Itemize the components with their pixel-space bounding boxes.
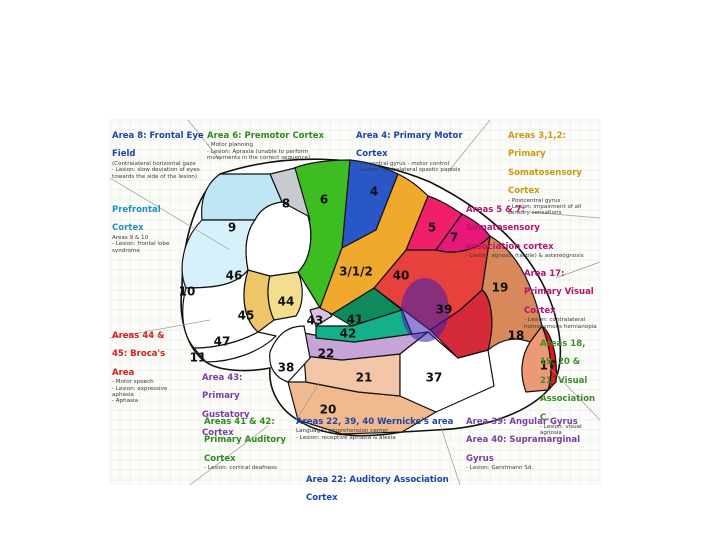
note-wernickes-area: Areas 22, 39, 40 Wernicke's area Languag… (296, 410, 462, 441)
region-number-40: 40 (393, 269, 410, 283)
note-body: - Lesion: agnosia (tactile) & astereogno… (466, 253, 584, 260)
region-number-17: 17 (540, 359, 557, 373)
region-number-8: 8 (282, 197, 290, 211)
note-title: Area 39: Angular Gyrus Area 40: Supramar… (466, 417, 581, 464)
pointer-line (295, 381, 321, 421)
note-body: - Motor speech - Lesion: expressive apha… (112, 379, 168, 405)
note-title: Areas 18, 19, 20 & 21: Visual Associatio… (540, 339, 596, 423)
region-number-3-1-2: 3/1/2 (339, 265, 373, 279)
pointer-line (447, 119, 491, 173)
pointer-line (529, 211, 601, 219)
note-title: Prefrontal Cortex (112, 205, 161, 234)
region-number-6: 6 (320, 193, 328, 207)
note-premotor-cortex: Area 6: Premotor Cortex - Motor planning… (207, 124, 327, 162)
region-number-44: 44 (278, 295, 295, 309)
pointer-line (439, 423, 461, 486)
pointer-lines (109, 119, 601, 486)
region-number-18: 18 (508, 329, 525, 343)
note-title: Area 4: Primary Motor Cortex (356, 131, 463, 160)
note-body: - Lesion: contralateral homonymous hemia… (524, 317, 597, 330)
note-body: - Lesion: Gerstmann Sd. (466, 465, 534, 472)
note-prefrontal-cortex: Prefrontal Cortex Areas 9 & 10 - Lesion:… (112, 198, 184, 254)
region-number-39: 39 (436, 303, 453, 317)
pointer-line (109, 319, 211, 339)
region-number-45: 45 (238, 309, 255, 323)
pointer-line (189, 425, 269, 486)
region-number-19: 19 (492, 281, 509, 295)
region-shape-38 (269, 325, 311, 383)
region-number-11: 11 (190, 351, 207, 365)
note-title: Areas 3,1,2: Primary Somatosensory Corte… (508, 131, 582, 197)
region-number-38: 38 (278, 361, 295, 375)
note-primary-motor-cortex: Area 4: Primary Motor Cortex - Precentra… (356, 124, 484, 174)
region-shape-18 (521, 325, 552, 393)
note-title: Areas 41 & 42: Primary Auditory Cortex (204, 417, 286, 464)
region-shapes (180, 158, 562, 437)
note-primary-visual-cortex: Area 17: Primary Visual Cortex - Lesion:… (524, 262, 598, 330)
region-shape-3-1-2 (319, 173, 429, 315)
pointer-line (549, 367, 601, 421)
note-body: (Contralateral horizontal gaze - Lesion:… (112, 160, 200, 180)
note-body: - Lesion: visual agnosia (540, 423, 582, 437)
region-number-9: 9 (228, 221, 236, 235)
region-shape-46 (245, 201, 312, 277)
note-title: Area 8: Frontal Eye Field (112, 131, 204, 160)
region-number-7: 7 (450, 231, 458, 245)
pointer-line (555, 261, 601, 279)
note-body: - Postcentral gyrus - Lesion: impairment… (508, 197, 582, 217)
wernicke-highlight (401, 278, 449, 342)
note-title: Areas 44 & 45: Broca's Area (112, 331, 166, 378)
region-number-22: 22 (318, 347, 335, 361)
note-title: Area 17: Primary Visual Cortex (524, 269, 594, 316)
note-title: Area 6: Premotor Cortex (207, 131, 325, 141)
note-primary-auditory: Areas 41 & 42: Primary Auditory Cortex -… (204, 410, 292, 472)
note-somatosensory-association: Areas 5 & 7: Somatosensory association c… (466, 198, 596, 260)
note-primary-gustatory: Area 43: Primary Gustatory Cortex (202, 366, 250, 440)
pointer-line (187, 119, 221, 161)
region-number-21: 21 (356, 371, 373, 385)
region-number-42: 42 (340, 327, 357, 341)
region-number-41: 41 (347, 313, 364, 327)
note-brocas-area: Areas 44 & 45: Broca's Area - Motor spee… (112, 324, 178, 405)
note-auditory-association: Area 22: Auditory Association Cortex (306, 468, 476, 505)
region-number-46: 46 (226, 269, 243, 283)
region-shape-39 (429, 289, 493, 359)
note-body: Language comprehension center - Lesion: … (296, 428, 396, 441)
note-visual-association: Areas 18, 19, 20 & 21: Visual Associatio… (540, 332, 598, 437)
note-title: Area 22: Auditory Association Cortex (306, 475, 449, 504)
region-number-4: 4 (370, 185, 378, 199)
note-title: Areas 22, 39, 40 Wernicke's area (296, 417, 454, 427)
pointer-line (109, 177, 231, 251)
note-primary-somatosensory: Areas 3,1,2: Primary Somatosensory Corte… (508, 124, 598, 217)
region-shape-47 (182, 269, 259, 349)
note-body: - Precentral gyrus - motor control - Les… (356, 160, 461, 174)
note-title: Areas 5 & 7: Somatosensory association c… (466, 205, 554, 252)
region-number-5: 5 (428, 221, 436, 235)
note-frontal-eye-field: Area 8: Frontal Eye Field (Contralateral… (112, 124, 204, 180)
note-body: - Motor planning - Lesion: Apraxia (unab… (207, 142, 311, 162)
region-number-10: 10 (179, 285, 196, 299)
region-number-20: 20 (320, 403, 337, 417)
note-title: Area 43: Primary Gustatory Cortex (202, 373, 250, 439)
region-number-47: 47 (214, 335, 231, 349)
note-body: - Lesion: cortical deafness (204, 465, 277, 472)
note-body: Areas 9 & 10 - Lesion: frontal lobe synd… (112, 234, 170, 254)
note-angular-supramarginal: Area 39: Angular Gyrus Area 40: Supramar… (466, 410, 598, 472)
region-number-37: 37 (426, 371, 443, 385)
region-number-43: 43 (307, 314, 324, 328)
